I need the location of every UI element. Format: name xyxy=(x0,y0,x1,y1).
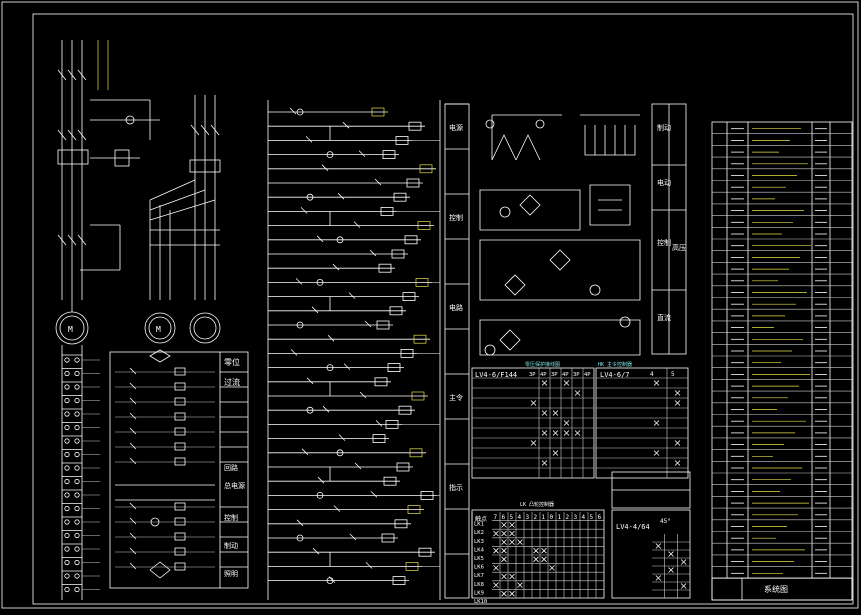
t1-head-4: 3P xyxy=(573,372,580,378)
side-char-2: 电动 xyxy=(657,178,671,187)
lk-row-label-3: LK3 xyxy=(474,539,484,545)
side-char-1: 制动 xyxy=(657,123,671,132)
lk-row-label-5: LK5 xyxy=(474,556,484,562)
lk-row-label-6: LK6 xyxy=(474,565,484,571)
lk-head-first: 触点 xyxy=(475,515,487,523)
lk-row-label-4: LK4 xyxy=(474,547,485,553)
table2-title: LV4-6/7 xyxy=(600,371,630,379)
lk-head-8: 1 xyxy=(558,514,562,521)
box-label-4: 总电源 xyxy=(224,481,245,490)
t1-head-2: 3P xyxy=(551,372,558,378)
protection-panel: 零位 过流 回路 总电源 控制 制动 照明 xyxy=(109,349,249,589)
switch-table-2: LV4-6/7 4 5 xyxy=(595,367,689,479)
t1-head-3: 4P xyxy=(562,372,569,378)
motor-label: M xyxy=(68,325,73,334)
lk-head-3: 4 xyxy=(518,514,522,521)
mid-label-2: 控制 xyxy=(449,213,463,222)
box-label-6: 制动 xyxy=(224,541,238,550)
caption-3: HK 主令控制器 xyxy=(598,361,632,368)
second-motor-circuit: M xyxy=(144,95,221,344)
parts-list-table: 系统图 xyxy=(711,121,853,601)
t1-head-5: 4P xyxy=(584,372,591,378)
lk-head-13: 6 xyxy=(598,514,602,521)
lk-row-label-1: LK1 xyxy=(474,522,484,528)
caption-2: LK 凸轮控制器 xyxy=(520,501,554,508)
lk-head-1: 6 xyxy=(502,514,506,521)
lk-row-label-9: LK9 xyxy=(474,590,484,596)
misc-box xyxy=(611,471,691,509)
box-label-3: 回路 xyxy=(224,463,238,472)
lk-head-10: 3 xyxy=(574,514,578,521)
lk-head-9: 2 xyxy=(566,514,570,521)
box-label-1: 零位 xyxy=(224,357,240,367)
table3-head: 45° xyxy=(660,518,671,525)
lk-head-7: 0 xyxy=(550,514,554,521)
lk-head-6: 1 xyxy=(542,514,546,521)
lk-head-0: 7 xyxy=(494,514,498,521)
motor-label-2: M xyxy=(156,325,161,334)
switch-table-3: LV4-4/64 45° xyxy=(611,509,691,599)
title-block-name: 系统图 xyxy=(764,584,788,594)
t1-head-1: 4P xyxy=(540,372,547,378)
mid-label-4: 主令 xyxy=(449,393,463,402)
t2-head-1: 5 xyxy=(671,371,675,378)
lk-head-2: 5 xyxy=(510,514,514,521)
control-ladder xyxy=(267,100,441,600)
right-label-column: 制动 电动 控制 高压 直流 xyxy=(651,103,687,355)
t2-head-0: 4 xyxy=(650,371,654,378)
caption-1: 零压保护接线图 xyxy=(525,361,560,368)
t1-head-0: 3P xyxy=(529,372,536,378)
mid-label-5: 指示 xyxy=(449,483,463,492)
switch-table-1: LV4-6/F144 3P 4P 3P 4P 3P 4P xyxy=(471,367,595,479)
side-char-5: 直流 xyxy=(657,313,671,322)
mid-label-3: 电路 xyxy=(449,303,463,312)
box-label-7: 照明 xyxy=(224,570,238,578)
lk-row-label-8: LK8 xyxy=(474,582,484,588)
lk-head-5: 2 xyxy=(534,514,538,521)
box-label-5: 控制 xyxy=(224,513,238,522)
lk-row-label-2: LK2 xyxy=(474,530,484,536)
lk-head-12: 5 xyxy=(590,514,594,521)
lk-head-11: 4 xyxy=(582,514,586,521)
lk-row-label-7: LK7 xyxy=(474,573,484,579)
lk-head-4: 3 xyxy=(526,514,530,521)
rectifier-circuits: 零压保护接线图 HK 主令控制器 xyxy=(479,114,641,368)
inner-frame xyxy=(32,13,854,605)
lk-row-label-10: LK10 xyxy=(474,599,487,605)
table1-title: LV4-6/F144 xyxy=(475,371,517,379)
side-char-4: 高压 xyxy=(672,243,686,252)
side-char-3: 控制 xyxy=(657,238,671,247)
box-label-2: 过流 xyxy=(224,377,240,387)
table3-title: LV4-4/64 xyxy=(616,523,650,531)
mid-label-1: 电源 xyxy=(449,123,463,132)
main-power-circuit: M xyxy=(55,40,160,600)
